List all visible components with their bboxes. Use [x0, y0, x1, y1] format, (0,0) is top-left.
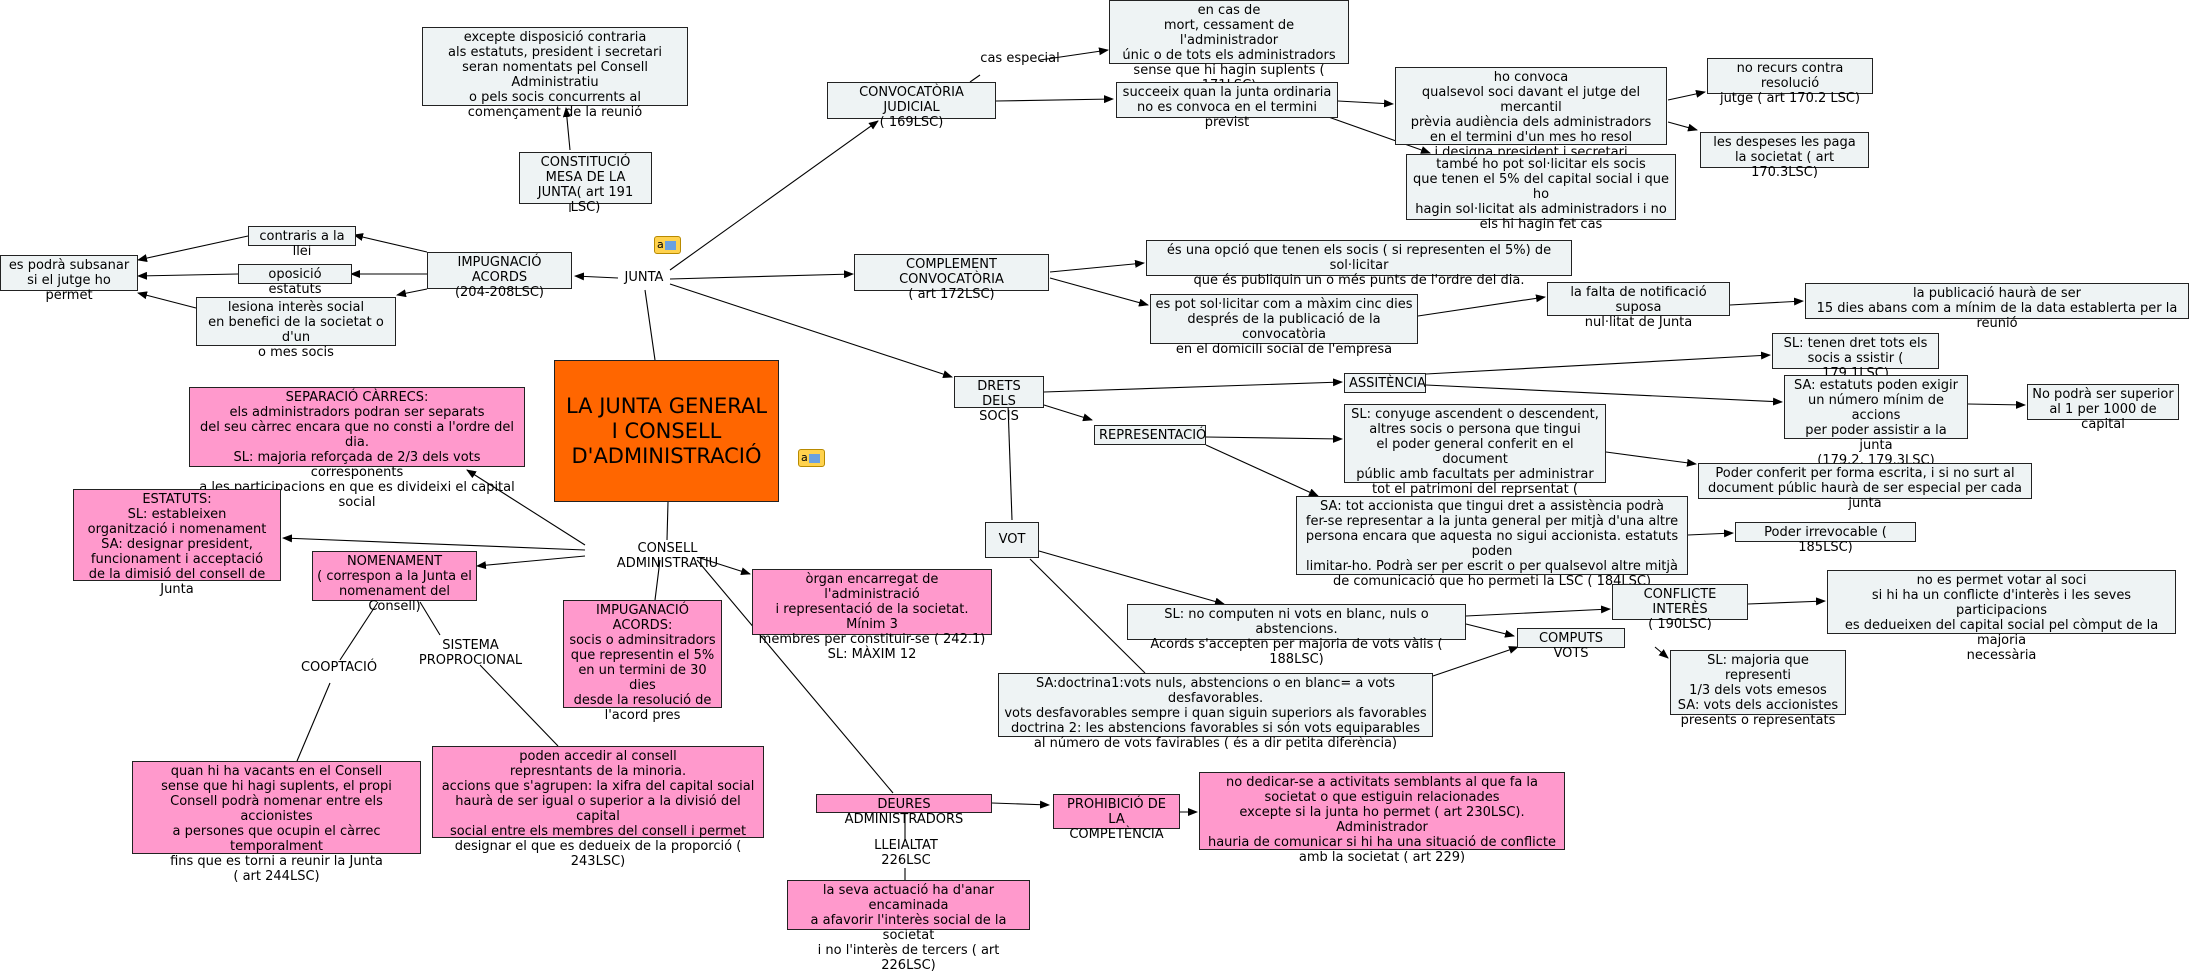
lleialtat-label: LLEIALTAT 226LSC — [874, 838, 938, 868]
node-sl-assistir[interactable]: SL: tenen dret tots els socis a ssistir … — [1772, 333, 1939, 381]
junta-label[interactable]: JUNTA — [624, 270, 664, 285]
node-assistencia[interactable]: ASSITÈNCIA — [1344, 373, 1426, 393]
node-sl-majoria[interactable]: SL: majoria que representi 1/3 dels vots… — [1670, 650, 1846, 728]
node-despeses[interactable]: les despeses les paga la societat ( art … — [1700, 132, 1869, 180]
node-vacants-consell[interactable]: quan hi ha vacants en el Consell sense q… — [132, 761, 421, 884]
node-sl-conyuge[interactable]: SL: conyuge ascendent o descendent, altr… — [1344, 404, 1606, 512]
node-poder-irrevocable[interactable]: Poder irrevocable ( 185LSC) — [1735, 522, 1916, 555]
node-prohibicio-competencia[interactable]: PROHIBICIÓ DE LA COMPETÈNCIA — [1053, 794, 1180, 842]
node-drets-socis[interactable]: DRETS DELS SOCIS — [954, 376, 1044, 424]
node-es-una-opcio[interactable]: és una opció que tenen els socis ( si re… — [1146, 240, 1572, 288]
node-ho-convoca[interactable]: ho convoca qualsevol soci davant el jutg… — [1395, 67, 1667, 160]
cooptacio-label: COOPTACIÓ — [300, 660, 378, 675]
node-excepte-disposicio[interactable]: excepte disposició contraria als estatut… — [422, 27, 688, 120]
node-impugnacio-acords[interactable]: IMPUGNACIÓ ACORDS (204-208LSC) — [427, 252, 572, 300]
node-sa-doctrina[interactable]: SA:doctrina1:vots nuls, abstencions o en… — [998, 673, 1433, 751]
node-deures-administradors[interactable]: DEURES ADMINISTRADORS — [816, 794, 992, 827]
node-publicacio[interactable]: la publicació haurà de ser 15 dies abans… — [1805, 283, 2189, 331]
node-tambe-ho-pot[interactable]: també ho pot sol·licitar els socis que t… — [1406, 154, 1676, 232]
node-lesiona-interes[interactable]: lesiona interès social en benefici de la… — [196, 297, 396, 360]
node-no-dedicar[interactable]: no dedicar-se a activitats semblants al … — [1199, 772, 1565, 865]
node-falta-notificacio[interactable]: la falta de notificació suposa nul·litat… — [1547, 282, 1730, 330]
node-no-superior[interactable]: No podrà ser superior al 1 per 1000 de c… — [2027, 384, 2179, 432]
attachment-icon[interactable]: a — [798, 449, 825, 467]
node-no-recurs[interactable]: no recurs contra resolució jutge ( art 1… — [1707, 58, 1873, 106]
consell-administratiu-label[interactable]: CONSELL ADMINISTRATIU — [616, 541, 719, 571]
node-complement-convocatoria[interactable]: COMPLEMENT CONVOCATÒRIA ( art 172LSC) — [854, 254, 1049, 302]
node-oposicio-estatuts[interactable]: oposició estatuts — [238, 264, 352, 297]
node-conflicte-interes[interactable]: CONFLICTE INTERÈS ( 190LSC) — [1612, 584, 1748, 632]
node-es-podra-subsanar[interactable]: es podrà subsanar si el jutge ho permet — [0, 255, 138, 303]
attachment-icon[interactable]: a — [654, 236, 681, 254]
node-separacio-carrecs[interactable]: SEPARACIÓ CÀRRECS: els administradors po… — [189, 387, 525, 510]
node-cinc-dies[interactable]: es pot sol·licitar com a màxim cinc dies… — [1150, 294, 1418, 357]
node-en-cas-de[interactable]: en cas de mort, cessament de l'administr… — [1109, 0, 1349, 93]
node-estatuts[interactable]: ESTATUTS: SL: estableixen organització i… — [73, 489, 281, 597]
node-sa-accionista[interactable]: SA: tot accionista que tingui dret a ass… — [1296, 496, 1688, 589]
node-poder-escrita[interactable]: Poder conferit per forma escrita, i si n… — [1698, 463, 2032, 511]
node-nomenament[interactable]: NOMENAMENT ( correspon a la Junta el nom… — [312, 551, 477, 614]
node-organ-encarregat[interactable]: òrgan encarregat de l'administració i re… — [752, 569, 992, 662]
cas-especial-label: cas especial — [980, 51, 1060, 66]
node-sl-no-computen[interactable]: SL: no computen ni vots en blanc, nuls o… — [1127, 604, 1466, 667]
concept-map-connectors — [137, 47, 2026, 880]
node-constitucio-mesa[interactable]: CONSTITUCIÓ MESA DE LA JUNTA( art 191 LS… — [519, 152, 652, 215]
central-topic[interactable]: LA JUNTA GENERAL I CONSELL D'ADMINISTRAC… — [554, 360, 779, 502]
sistema-proporcional-label: SISTEMA PROPROCIONAL — [418, 638, 523, 668]
node-seva-actuacio[interactable]: la seva actuació ha d'anar encaminada a … — [787, 880, 1030, 973]
node-poden-accedir[interactable]: poden accedir al consell represntants de… — [432, 746, 764, 869]
node-representacio[interactable]: REPRESENTACIÓ — [1094, 425, 1206, 445]
node-succeeix[interactable]: succeeix quan la junta ordinaria no es c… — [1116, 82, 1338, 130]
node-sa-estatuts[interactable]: SA: estatuts poden exigir un número míni… — [1784, 375, 1968, 468]
node-contraris-llei[interactable]: contraris a la llei — [248, 226, 356, 259]
node-convocatoria-judicial[interactable]: CONVOCATÒRIA JUDICIAL ( 169LSC) — [827, 82, 996, 130]
node-computs-vots[interactable]: COMPUTS VOTS — [1517, 628, 1625, 661]
node-vot[interactable]: VOT — [985, 522, 1039, 558]
node-impugnacio-consell[interactable]: IMPUGANACIÓ ACORDS: socis o adminsitrado… — [563, 600, 722, 723]
node-no-es-permet-votar[interactable]: no es permet votar al soci si hi ha un c… — [1827, 570, 2176, 663]
